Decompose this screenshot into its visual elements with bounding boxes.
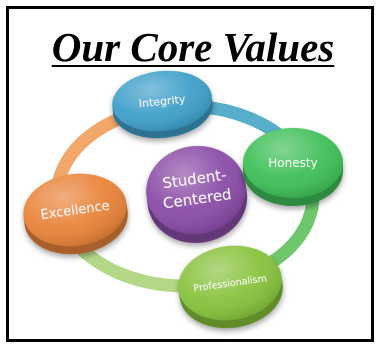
value-node-excellence-gloss [23, 173, 127, 247]
value-node-honesty-gloss [243, 128, 343, 198]
value-node-honesty: Honesty [243, 128, 343, 206]
value-node-professionalism-gloss [178, 245, 282, 321]
value-node-integrity-gloss [112, 70, 212, 132]
center-disc: Student-Centered [146, 145, 248, 244]
value-node-integrity: Integrity [112, 70, 213, 139]
value-node-excellence: Excellence [23, 173, 128, 255]
center-disc-gloss [146, 145, 246, 235]
center-node: Student-Centered [146, 145, 248, 244]
value-label-integrity: Integrity [138, 92, 186, 110]
value-label-honesty: Honesty [268, 156, 317, 170]
page-title: Our Core Values [51, 24, 335, 70]
value-node-professionalism: Professionalism [178, 245, 283, 329]
